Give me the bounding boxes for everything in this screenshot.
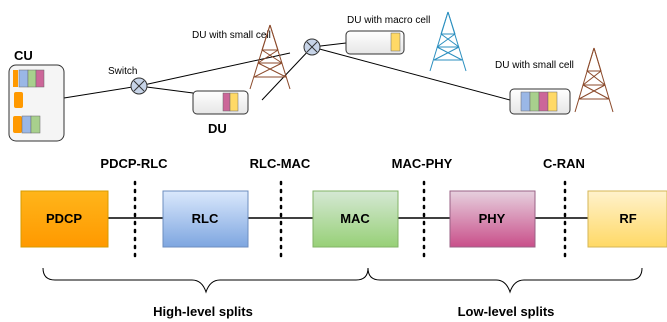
brace-low-level <box>367 267 643 294</box>
group-label-high: High-level splits <box>153 304 253 319</box>
cu-node <box>8 64 65 142</box>
layer-mac: MAC <box>312 190 399 248</box>
split-lines <box>133 180 567 262</box>
du-label: DU <box>208 121 227 136</box>
split-label-c-ran: C-RAN <box>543 156 585 171</box>
split-label-mac-phy: MAC-PHY <box>392 156 453 171</box>
layer-rf-label: RF <box>619 211 636 226</box>
layer-mac-label: MAC <box>340 211 370 226</box>
switch-label: Switch <box>108 66 137 77</box>
layer-rlc-label: RLC <box>192 211 219 226</box>
brace-high-level <box>42 267 369 294</box>
du-box-small-cell-2 <box>509 88 571 115</box>
switch-icon <box>303 38 321 56</box>
split-label-rlc-mac: RLC-MAC <box>250 156 311 171</box>
layer-pdcp-label: PDCP <box>46 211 82 226</box>
cu-label: CU <box>14 48 33 63</box>
split-label-pdcp-rlc: PDCP-RLC <box>100 156 168 171</box>
layer-phy: PHY <box>449 190 536 248</box>
cell-tower-icon <box>249 24 291 90</box>
layer-pdcp: PDCP <box>20 190 109 248</box>
cell-tower-icon <box>429 11 467 72</box>
du-small-cell-label-1: DU with small cell <box>192 30 271 41</box>
du-macro-cell-label: DU with macro cell <box>347 15 430 26</box>
layer-rlc: RLC <box>162 190 249 248</box>
group-label-low: Low-level splits <box>458 304 555 319</box>
du-box-small-cell-1 <box>192 90 249 115</box>
du-box-macro-cell <box>345 30 405 55</box>
layer-rf: RF <box>587 190 667 248</box>
switch-icon <box>130 77 148 95</box>
cell-tower-icon <box>574 47 614 113</box>
layer-phy-label: PHY <box>479 211 506 226</box>
du-small-cell-label-2: DU with small cell <box>495 60 574 71</box>
